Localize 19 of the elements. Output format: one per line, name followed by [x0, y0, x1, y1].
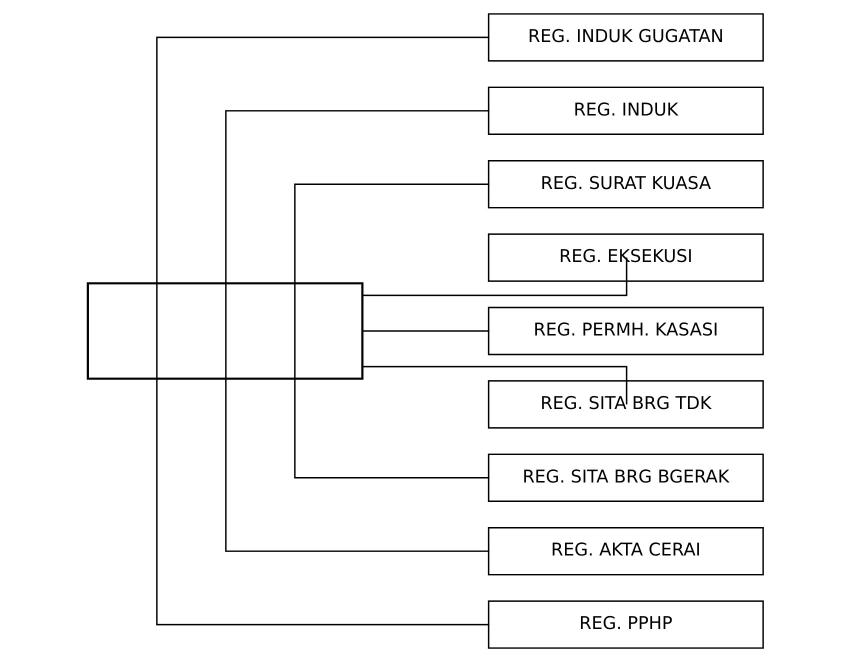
- connector: [362, 330, 490, 332]
- connector: [156, 36, 490, 331]
- connector: [225, 331, 490, 552]
- node-box: REG. PERMH. KASASI: [488, 306, 764, 356]
- node-box: REG. PPHP: [488, 600, 764, 649]
- node-box: REG. EKSEKUSI: [488, 233, 764, 282]
- node-box: REG. AKTA CERAI: [488, 526, 764, 576]
- node-box: REG. SURAT KUASA: [488, 160, 764, 208]
- connector: [294, 331, 490, 479]
- connector: [156, 331, 490, 626]
- node-box: REG. SITA BRG BGERAK: [488, 454, 764, 502]
- node-box: REG. INDUK: [488, 86, 764, 136]
- node-box: [86, 282, 364, 380]
- connector: [294, 183, 490, 331]
- connector: [362, 366, 628, 404]
- connector: [362, 258, 628, 296]
- node-box: REG. SITA BRG TDK: [488, 380, 764, 429]
- connector: [225, 110, 490, 331]
- node-box: REG. INDUK GUGATAN: [488, 13, 764, 62]
